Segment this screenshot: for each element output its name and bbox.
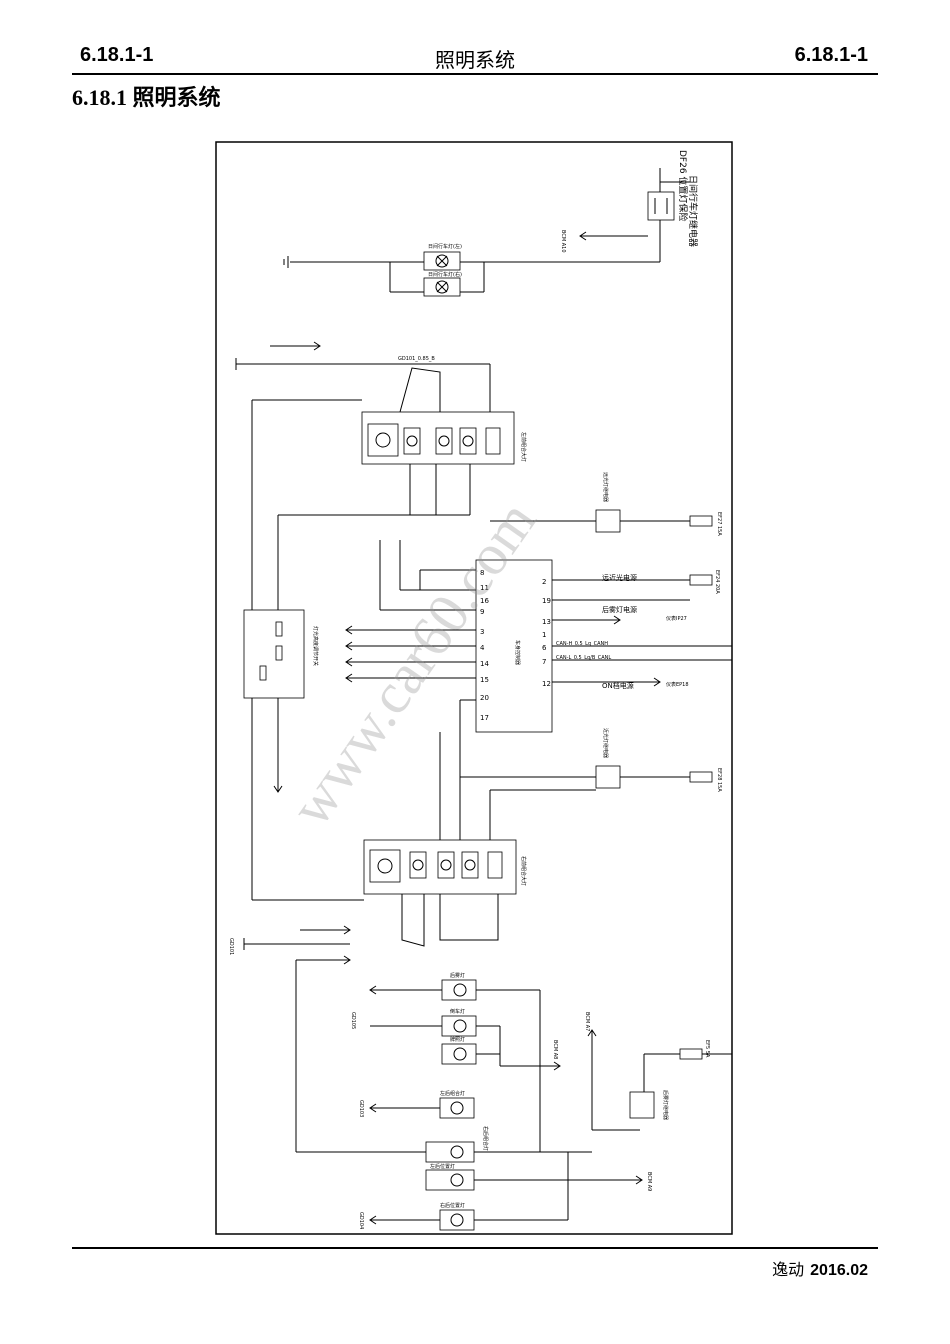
section-title: 6.18.1 照明系统 bbox=[72, 85, 221, 110]
bcm-pin: 2 bbox=[542, 578, 546, 586]
footer-date: 2016.02 bbox=[810, 1262, 868, 1279]
headlamp-lower: 右前组合大灯 bbox=[252, 839, 527, 947]
far-power-label: 远近光电源 bbox=[602, 573, 637, 582]
bcm-module: 车身控制器 远近光电源 后雾灯电源 ON档电源 CAN-H_0.5_Lg_CAN… bbox=[345, 540, 732, 840]
header-rule bbox=[72, 73, 878, 75]
lamp-icon bbox=[435, 280, 449, 294]
bcm-box bbox=[475, 559, 553, 733]
footer-rule bbox=[72, 1247, 878, 1249]
headlamp-upper: 左前组合大灯 bbox=[251, 367, 527, 900]
low-beam-relay-label: 近光灯继电器 bbox=[602, 728, 609, 758]
rear-fog-label: 后雾灯 bbox=[450, 972, 465, 979]
on-power-label: ON档电源 bbox=[602, 681, 634, 690]
bcm-a8-label: BCM A8 bbox=[552, 1040, 558, 1059]
tail-left-lamp bbox=[439, 1097, 475, 1119]
headlamp-upper-label: 左前组合大灯 bbox=[520, 432, 527, 462]
rear-pos-left-label: 左后位置灯 bbox=[430, 1163, 455, 1170]
canh-label: CAN-H_0.5_Lg_CANH bbox=[556, 641, 608, 647]
reverse-label: 倒车灯 bbox=[450, 1008, 465, 1015]
ef28-label: EF28 15A bbox=[716, 768, 722, 792]
bcm-a7-label: BCM A7 bbox=[584, 1012, 590, 1031]
tail-left-label: 左后组合灯 bbox=[440, 1090, 465, 1097]
bcm-pin: 1 bbox=[542, 631, 546, 639]
bcm-pin: 3 bbox=[480, 628, 484, 636]
fog-relay-label: 后雾灯继电器 bbox=[662, 1090, 669, 1120]
low-beam-relay: 近光灯继电器 EF28 15A bbox=[460, 728, 722, 840]
bcm-a10-label: BCM A10 bbox=[560, 230, 566, 253]
ground-top: GD101_0.85_B bbox=[235, 341, 491, 420]
drl-section: DF26 位置灯保险 日间行车灯继电器 BCM A10 日间行车灯(左) 日间行… bbox=[283, 150, 699, 297]
leveling-motor bbox=[367, 423, 399, 457]
bcm-a9-label: BCM A9 bbox=[646, 1172, 652, 1191]
ef27-label: EF27 15A bbox=[716, 512, 722, 536]
footer-model: 逸动 bbox=[772, 1260, 805, 1279]
high-beam-relay: 远光灯继电器 EF27 15A bbox=[490, 472, 722, 536]
ground-bottom: GD101 bbox=[228, 925, 351, 1152]
bcm-left-pins: 8 11 16 9 3 4 14 15 20 17 bbox=[480, 569, 489, 722]
tail-right-lamp bbox=[425, 1141, 475, 1163]
ip27-label: 仪表IP27 bbox=[666, 615, 687, 622]
bcm-pin: 19 bbox=[542, 597, 551, 605]
gd103-label: GD103 bbox=[358, 1100, 364, 1117]
header-title: 照明系统 bbox=[435, 48, 515, 72]
low-beam-relay-box bbox=[595, 765, 621, 789]
license-label: 牌照灯 bbox=[450, 1036, 465, 1043]
footer: 逸动 2016.02 bbox=[772, 1256, 868, 1280]
license-lamp bbox=[441, 1043, 477, 1065]
gd101-label: GD101 bbox=[228, 938, 234, 955]
bcm-pin: 9 bbox=[480, 608, 484, 616]
rear-fog-power-label: 后雾灯电源 bbox=[602, 605, 637, 614]
g105-label: GD105 bbox=[350, 1012, 356, 1029]
bcm-pin: 13 bbox=[542, 618, 551, 626]
rear-fog-lamp bbox=[441, 979, 477, 1001]
ef24-label: EF24 20A bbox=[714, 570, 720, 594]
rear-lamps: 后雾灯 倒车灯 牌照灯 GD105 左后组合灯 GD103 右后组合灯 左后位置… bbox=[296, 972, 643, 1231]
bcm-right-pins: 2 19 13 1 6 7 12 bbox=[542, 578, 551, 688]
gd104-label: GD104 bbox=[358, 1212, 364, 1229]
header-left-code: 6.18.1-1 bbox=[80, 44, 154, 66]
bcm-pin: 16 bbox=[480, 597, 489, 605]
tail-right-label: 右后组合灯 bbox=[482, 1126, 489, 1151]
fog-relay-box bbox=[629, 1091, 655, 1119]
lamp-icon bbox=[435, 254, 449, 268]
bcm-pin: 8 bbox=[480, 569, 484, 577]
bcm-pin: 17 bbox=[480, 714, 489, 722]
g101-label: GD101_0.85_B bbox=[398, 356, 435, 362]
canl-label: CAN-L_0.5_Lg/B_CANL bbox=[556, 655, 611, 661]
bcm-pin: 20 bbox=[480, 694, 489, 702]
bcm-pin: 11 bbox=[480, 584, 489, 592]
headlamp-lower-label: 右前组合大灯 bbox=[520, 856, 527, 886]
ep18-label: 仪表EP18 bbox=[666, 681, 689, 688]
bcm-pin: 15 bbox=[480, 676, 489, 684]
bcm-pin: 6 bbox=[542, 644, 547, 652]
bcm-label: 车身控制器 bbox=[514, 640, 521, 665]
bcm-pin: 14 bbox=[480, 660, 489, 668]
leveling-switch-box bbox=[243, 609, 305, 699]
drl-relay-label: 日间行车灯继电器 bbox=[687, 175, 699, 247]
high-beam-relay-box bbox=[595, 509, 621, 533]
level-switch-label: 灯光高度调节开关 bbox=[312, 626, 319, 666]
rear-pos-right-lamp bbox=[439, 1209, 475, 1231]
bcm-pin: 4 bbox=[480, 644, 485, 652]
fog-relay: 后雾灯继电器 EF5 5A BCM A7 BCM A8 BCM A9 bbox=[552, 1012, 732, 1191]
bcm-pin: 12 bbox=[542, 680, 551, 688]
high-beam-relay-label: 远光灯继电器 bbox=[602, 472, 609, 502]
drl-relay bbox=[647, 191, 675, 221]
rear-pos-left-lamp bbox=[425, 1169, 475, 1191]
diagram-frame bbox=[215, 141, 733, 1235]
drl-right-label: 日间行车灯(右) bbox=[428, 271, 462, 278]
header-right-code: 6.18.1-1 bbox=[794, 44, 868, 66]
rear-pos-right-label: 右后位置灯 bbox=[440, 1202, 465, 1209]
leveling-switch: 灯光高度调节开关 bbox=[243, 609, 319, 793]
reverse-lamp bbox=[441, 1015, 477, 1037]
ef5-label: EF5 5A bbox=[704, 1040, 710, 1058]
drl-left-label: 日间行车灯(左) bbox=[428, 243, 462, 250]
fuse-label: DF26 位置灯保险 bbox=[677, 150, 689, 221]
bcm-pin: 7 bbox=[542, 658, 546, 666]
